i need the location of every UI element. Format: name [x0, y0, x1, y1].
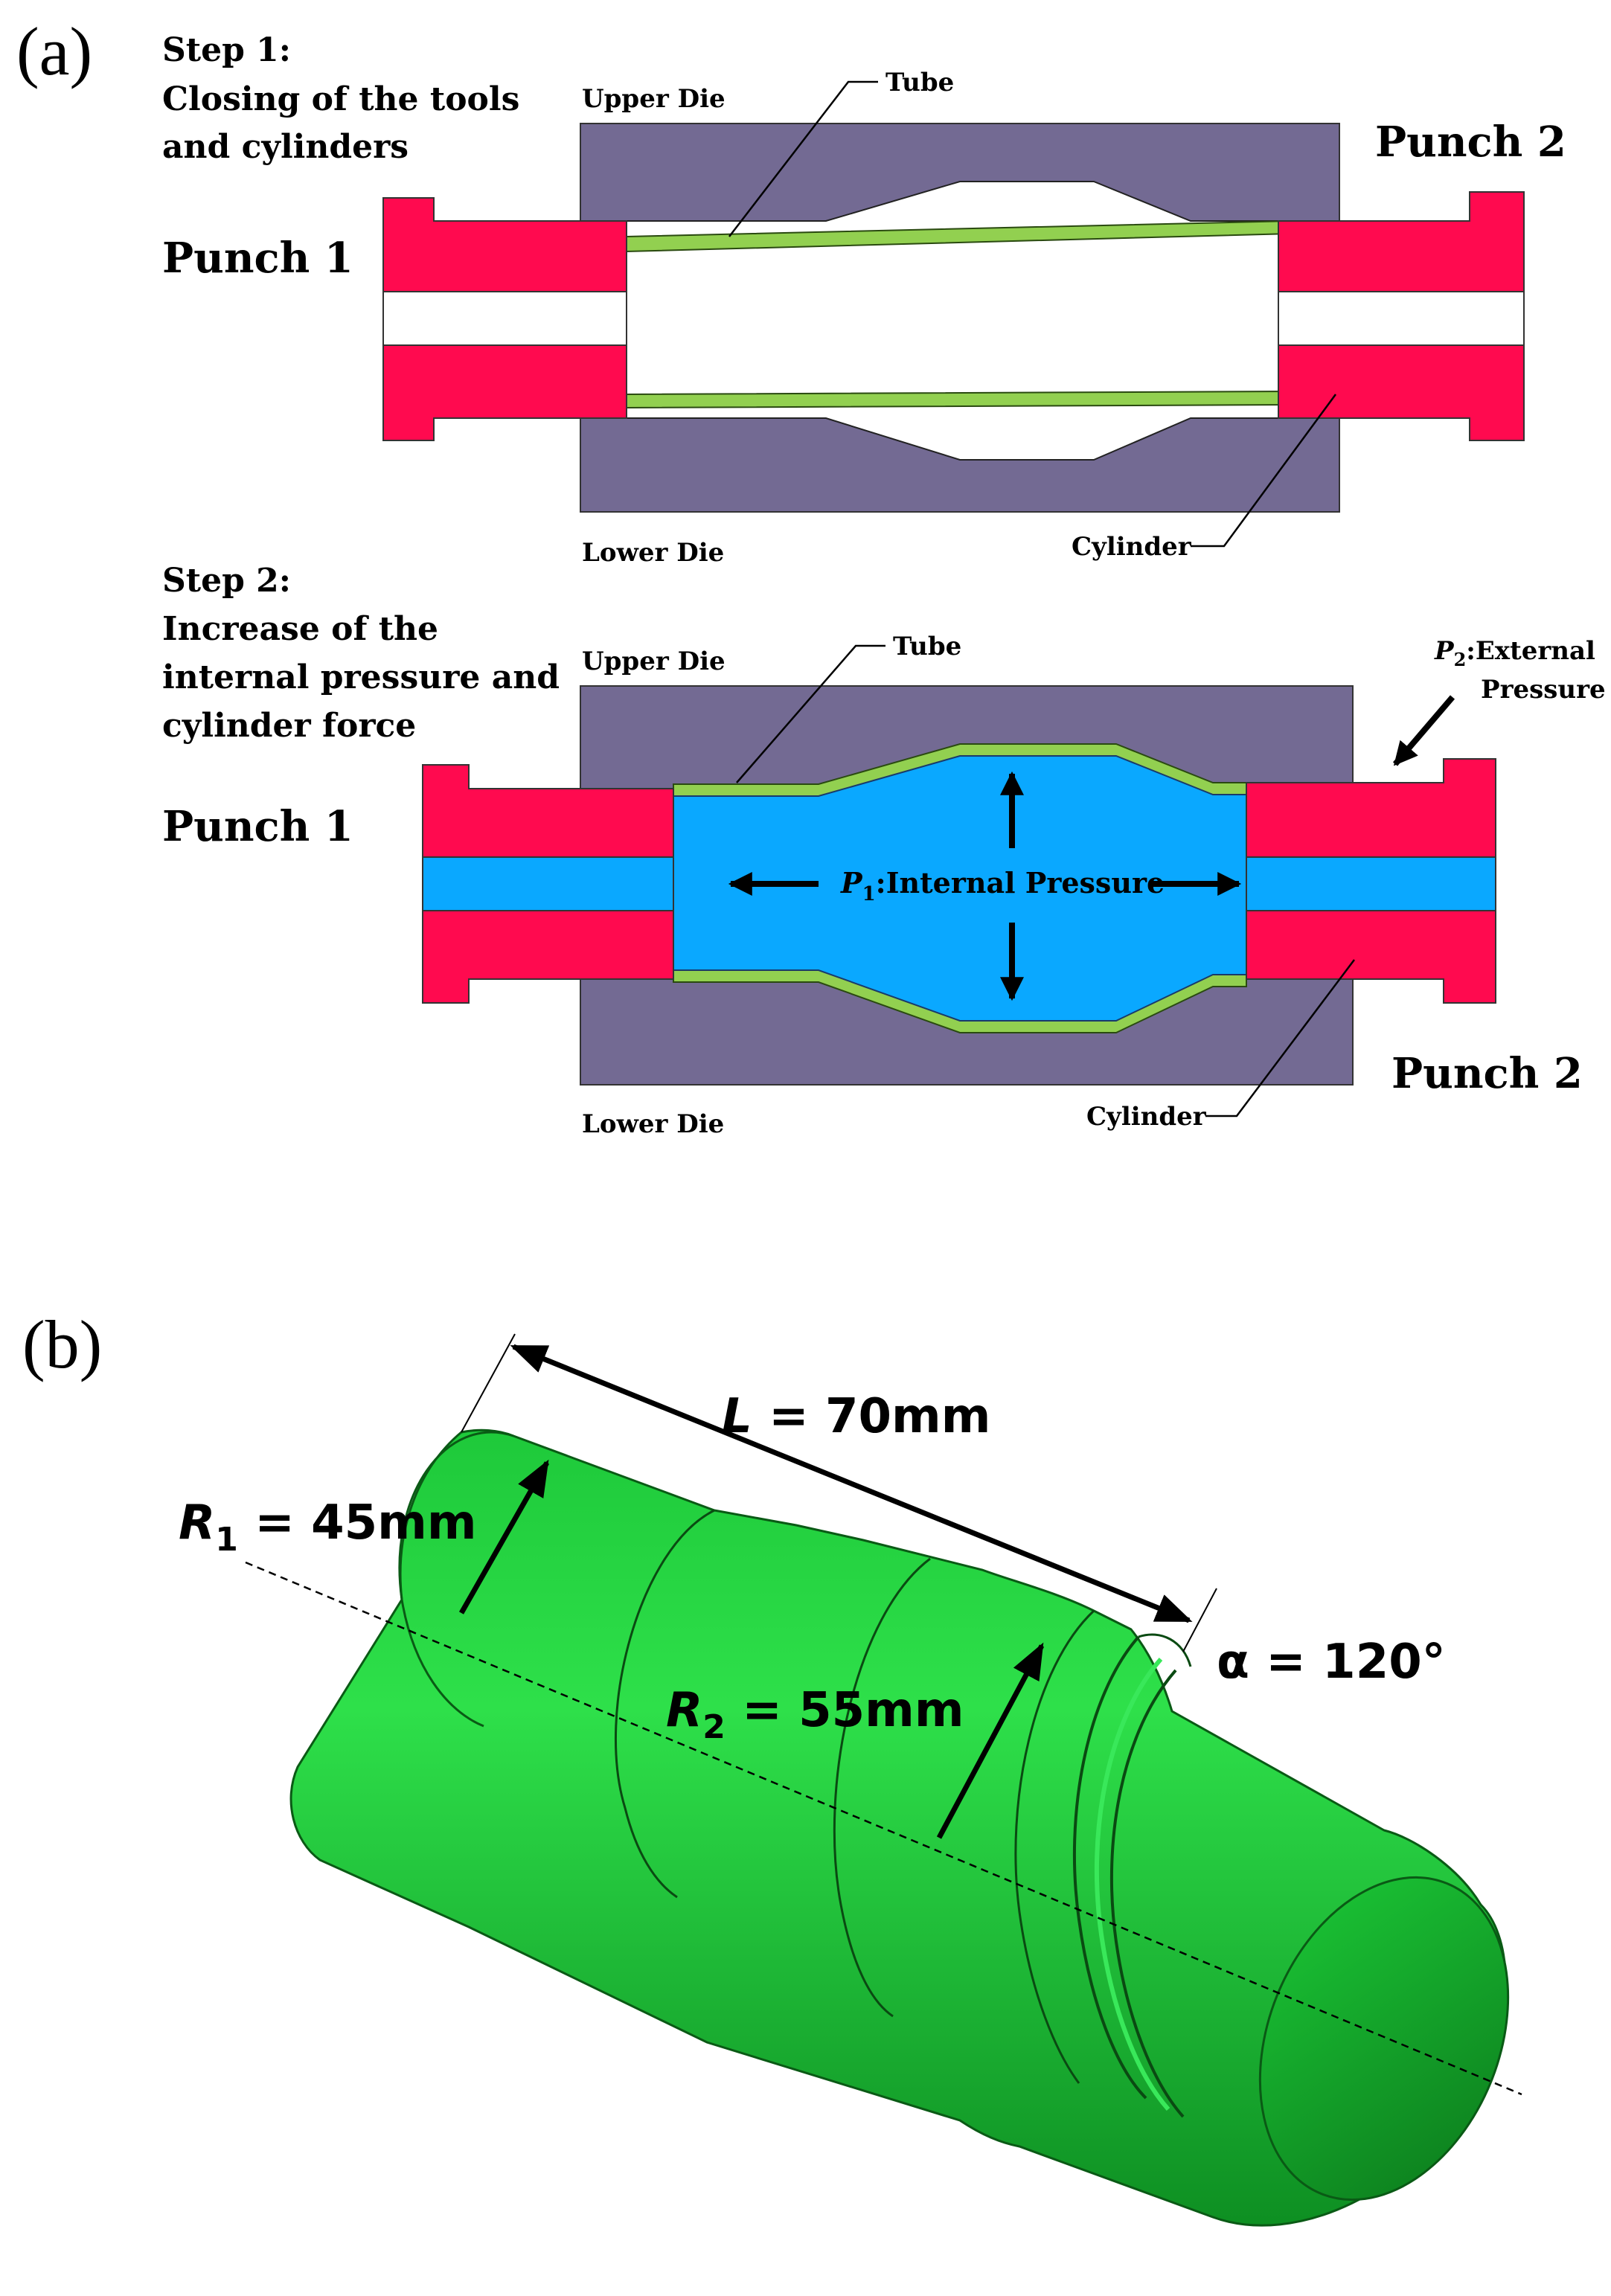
step1-cylinder-leader [1191, 394, 1337, 548]
p2-symbol: P [1434, 636, 1455, 666]
part-end-face [1258, 1876, 1510, 2202]
step1-punch1-label: Punch 1 [162, 234, 353, 283]
step2-punch2-label: Punch 2 [1391, 1049, 1583, 1098]
step1-assembly [382, 123, 1525, 513]
step1-cylinder-label: Cylinder [1072, 532, 1192, 562]
r1-subscript: 1 [215, 1521, 238, 1559]
p2-text: :External [1466, 636, 1595, 666]
step1-upper-die-label: Upper Die [582, 84, 726, 114]
step2-lower-die-label: Lower Die [582, 1109, 724, 1139]
r1-symbol: R [179, 1495, 215, 1551]
r2-symbol: R [666, 1683, 702, 1738]
step1-punch2-bore [1278, 291, 1525, 346]
p1-text: :Internal Pressure [876, 866, 1165, 900]
p1-label: P1:Internal Pressure [840, 866, 1165, 905]
step1-tube-label: Tube [885, 68, 954, 97]
p1-symbol: P [840, 866, 863, 900]
p2-subscript: 2 [1454, 649, 1467, 670]
r2-arrow [936, 1642, 1045, 1839]
part-3d-model [245, 1428, 1522, 2227]
axis-line [245, 1561, 1522, 2096]
step1-lower-die-label: Lower Die [582, 538, 724, 568]
step2-line3: cylinder force [162, 707, 416, 745]
step1-title: Step 1: [162, 31, 291, 69]
step1-tube-lower [626, 390, 1292, 409]
step1-tube-leader [728, 80, 878, 237]
panel-b-tag: (b) [22, 1306, 102, 1382]
step2-punch2-bore [1246, 856, 1496, 911]
p1-subscript: 1 [862, 883, 876, 905]
step1-line1: Closing of the tools [162, 80, 519, 118]
r2-label: R2 = 55mm [666, 1683, 964, 1746]
step2-assembly [422, 685, 1496, 1086]
step1-punch2-label: Punch 2 [1375, 118, 1566, 167]
groove-shoulder [1138, 1633, 1192, 1667]
panel-a-tag: (a) [16, 13, 92, 89]
r1-value: = 45mm [238, 1495, 477, 1551]
groove-3 [1109, 1669, 1185, 2118]
step2-tube-leader [736, 644, 885, 783]
step2-tube-label: Tube [893, 632, 961, 661]
alpha-label: α = 120° [1217, 1635, 1446, 1690]
p2-text-line2: Pressure [1481, 675, 1606, 705]
step1-caption: Step 1: Closing of the tools and cylinde… [162, 31, 519, 166]
p2-label: P2:External [1434, 636, 1595, 670]
p2-arrow [1392, 695, 1455, 766]
seam-3 [1014, 1609, 1095, 2084]
length-value: = 70mm [752, 1389, 991, 1444]
groove-2 [1094, 1658, 1170, 2111]
length-ext-right [1182, 1588, 1217, 1652]
step2-upper-die-label: Upper Die [582, 647, 726, 676]
step2-title: Step 2: [162, 562, 291, 600]
step2-punch1-bore [422, 856, 674, 911]
step1-punch1-bore [382, 291, 627, 346]
step2-cylinder-label: Cylinder [1086, 1102, 1207, 1132]
length-ext-left [461, 1333, 516, 1433]
step2-line1: Increase of the [162, 610, 438, 648]
r2-subscript: 2 [702, 1708, 726, 1746]
part-left-rim [398, 1431, 514, 1728]
step2-line2: internal pressure and [162, 658, 560, 696]
step1-line2: and cylinders [162, 128, 409, 166]
step2-punch1-label: Punch 1 [162, 802, 353, 851]
step2-cylinder-leader [1205, 959, 1355, 1117]
groove-1 [1072, 1635, 1147, 2100]
step2-caption: Step 2: Increase of the internal pressur… [162, 562, 560, 745]
r1-label: R1 = 45mm [179, 1495, 477, 1559]
length-symbol: L [722, 1389, 752, 1444]
r2-value: = 55mm [726, 1683, 964, 1738]
length-label: L = 70mm [722, 1389, 990, 1444]
r1-arrow [458, 1459, 550, 1614]
length-dim-arrow [510, 1344, 1193, 1623]
